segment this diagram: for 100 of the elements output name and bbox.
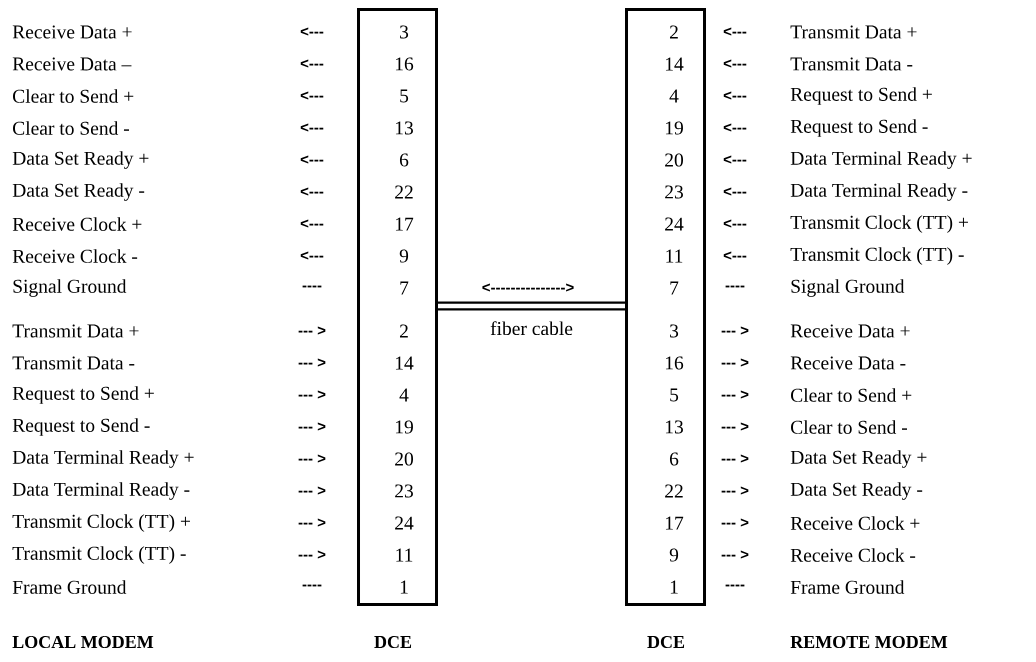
node-label: 13	[395, 121, 413, 135]
ascii-arrow: <---	[300, 155, 324, 164]
signal-name: Clear to Send -	[13, 121, 129, 135]
ascii-arrow: --- >	[298, 326, 326, 335]
node-label: 19	[395, 420, 413, 434]
ascii-arrow: <---	[300, 219, 324, 228]
node-label: 2	[670, 25, 678, 39]
node-label: 1	[400, 580, 408, 594]
ascii-arrow: --- >	[721, 358, 749, 367]
signal-name: Transmit Clock (TT) -	[790, 247, 964, 265]
node-label: 17	[395, 217, 414, 231]
node-label: 7	[400, 281, 409, 295]
signal-name: Receive Data +	[12, 25, 132, 39]
node-label: 9	[669, 548, 679, 562]
node-label: 5	[670, 388, 679, 402]
ascii-arrow: <---	[723, 91, 747, 100]
ascii-arrow: ----	[725, 285, 745, 288]
node-label: 3	[670, 324, 679, 338]
signal-name: Transmit Data +	[12, 324, 139, 338]
signal-name: Receive Clock -	[790, 548, 916, 562]
pin-column-box: 2 14 4 19 20 23 24 11 7 3 16 5 13 6 22 17 9 1	[625, 8, 706, 606]
ascii-arrow: <--------------->	[482, 283, 574, 292]
signal-name: Transmit Data -	[790, 57, 913, 71]
node-label: 16	[395, 57, 414, 71]
signal-name: Signal Ground	[13, 279, 127, 297]
node-label: 3	[400, 25, 409, 39]
signal-name: Data Set Ready -	[790, 482, 923, 500]
signal-name: Receive Data +	[790, 324, 910, 338]
signal-name: Receive Clock -	[12, 249, 138, 263]
signal-name: Data Set Ready +	[790, 450, 927, 468]
node-label: 19	[665, 121, 683, 135]
signal-name: Data Terminal Ready -	[12, 482, 190, 500]
signal-name: Request to Send -	[12, 418, 150, 436]
ascii-arrow: <---	[300, 187, 324, 196]
signal-name: Data Terminal Ready +	[790, 151, 972, 169]
node-label: 14	[665, 57, 684, 71]
box-caption: DCE	[374, 635, 412, 649]
node-label: 23	[665, 185, 683, 199]
signal-name: Clear to Send +	[13, 89, 134, 103]
ascii-arrow: <---	[300, 91, 324, 100]
signal-name: Data Set Ready +	[12, 151, 149, 169]
node-label: 20	[395, 452, 414, 466]
ascii-arrow: <---	[723, 123, 747, 132]
ascii-arrow: <---	[723, 59, 747, 68]
ascii-arrow: ----	[302, 285, 322, 288]
ascii-arrow: --- >	[721, 422, 749, 431]
node-label: 20	[665, 153, 684, 167]
modem-heading: REMOTE MODEM	[790, 635, 948, 649]
ascii-arrow: --- >	[298, 550, 326, 559]
ascii-arrow: --- >	[721, 326, 749, 335]
ascii-arrow: <---	[723, 155, 747, 164]
node-label: 4	[399, 388, 409, 402]
node-label: 2	[399, 324, 408, 338]
ascii-arrow: --- >	[721, 518, 749, 527]
ascii-arrow: --- >	[721, 454, 749, 463]
node-label: 24	[665, 217, 684, 231]
cable-line	[438, 301, 625, 311]
pin-column-box: 3 16 5 13 6 22 17 9 7 2 14 4 19 20 23 24 11 1	[357, 8, 438, 606]
ascii-arrow: <---	[723, 219, 747, 228]
node-label: 7	[670, 281, 679, 295]
signal-name: Frame Ground	[12, 580, 127, 594]
edge-label: fiber cable	[490, 321, 573, 336]
node-label: 1	[670, 580, 678, 594]
node-label: 11	[396, 548, 413, 562]
ascii-arrow: <---	[723, 27, 747, 36]
node-label: 14	[395, 356, 414, 370]
node-label: 6	[399, 153, 409, 167]
signal-name: Data Set Ready -	[12, 183, 145, 201]
signal-name: Transmit Clock (TT) +	[12, 514, 190, 532]
ascii-arrow: ----	[725, 584, 745, 587]
node-label: 22	[395, 185, 413, 199]
node-label: 23	[395, 484, 413, 498]
signal-name: Receive Clock +	[12, 217, 142, 231]
node-label: 16	[665, 356, 684, 370]
signal-name: Request to Send +	[12, 386, 154, 404]
node-label: 22	[665, 484, 683, 498]
ascii-arrow: <---	[300, 59, 324, 68]
signal-name: Clear to Send +	[791, 388, 912, 402]
signal-name: Transmit Data +	[790, 25, 917, 39]
signal-name: Transmit Data -	[12, 356, 135, 370]
ascii-arrow: <---	[300, 251, 324, 260]
node-label: 5	[400, 89, 409, 103]
ascii-arrow: <---	[300, 123, 324, 132]
ascii-arrow: <---	[300, 27, 324, 36]
modem-heading: LOCAL MODEM	[12, 635, 154, 649]
signal-name: Request to Send +	[790, 87, 932, 105]
box-caption: DCE	[647, 635, 685, 649]
ascii-arrow: --- >	[298, 518, 326, 527]
ascii-arrow: --- >	[721, 550, 749, 559]
node-label: 24	[395, 516, 414, 530]
ascii-arrow: --- >	[298, 358, 326, 367]
signal-name: Transmit Clock (TT) -	[12, 546, 186, 564]
ascii-arrow: <---	[723, 251, 747, 260]
node-label: 17	[665, 516, 684, 530]
ascii-arrow: --- >	[298, 486, 326, 495]
ascii-arrow: --- >	[721, 390, 749, 399]
signal-name: Data Terminal Ready -	[790, 183, 968, 201]
signal-name: Data Terminal Ready +	[12, 450, 194, 468]
signal-name: Receive Clock +	[790, 516, 920, 530]
signal-name: Frame Ground	[790, 580, 905, 594]
